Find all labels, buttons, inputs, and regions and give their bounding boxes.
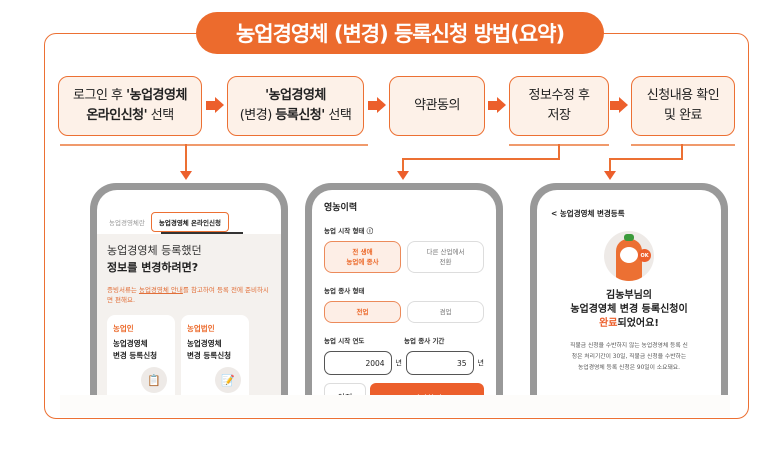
active-tab-indicator xyxy=(161,232,243,234)
connector-line xyxy=(609,158,683,160)
field-label: 농업 시작 형태 ⓘ xyxy=(324,227,374,235)
card-text: 농업경영체 xyxy=(187,339,222,348)
connector-line xyxy=(631,144,735,146)
phone-screenshot-complete: < 농업경영체 변경등록 OK 김농부님의 농업경영체 변경 등록신청이 완료되… xyxy=(530,183,728,401)
processing-note: 직불금 신청을 수반하지 않는 농업경영체 등록 신 청은 처리기간이 30일,… xyxy=(570,343,688,371)
field-label: 농업 시작 연도 xyxy=(324,337,365,345)
step-2: '농업경영체 (변경) 등록신청' 선택 xyxy=(227,76,364,136)
connector-line xyxy=(609,158,611,172)
step-4-text-2: 저장 xyxy=(547,108,571,123)
heading: 농업경영체 등록했던 xyxy=(107,244,202,257)
connector-line xyxy=(681,144,683,160)
connector-line xyxy=(60,144,368,146)
step-2-text-2: 선택 xyxy=(324,108,352,123)
card-text: 변경 등록신청 xyxy=(187,351,232,360)
connector-line xyxy=(402,158,404,172)
option-full-time[interactable]: 전업 xyxy=(324,301,401,323)
card-text: 변경 등록신청 xyxy=(113,351,158,360)
step-2-bold-2: 등록신청' xyxy=(275,108,325,123)
option-part-time[interactable]: 겸업 xyxy=(407,301,484,323)
arrow-down-icon xyxy=(180,171,192,180)
step-2-bold: '농업경영체 xyxy=(265,88,326,103)
connector-line xyxy=(558,144,560,160)
document-icon: 📋 xyxy=(141,367,167,393)
step-5-text: 신청내용 확인 xyxy=(646,88,720,103)
step-3-text: 약관동의 xyxy=(414,98,460,113)
page-title: 농업경영체 (변경) 등록신청 방법(요약) xyxy=(196,12,604,54)
step-1-text-2: 선택 xyxy=(147,108,174,123)
step-1: 로그인 후 '농업경영체 온라인신청' 선택 xyxy=(58,76,202,136)
complete-message: 김농부님의 농업경영체 변경 등록신청이 완료되었어요! xyxy=(570,290,688,329)
card-tag: 농업법인 xyxy=(187,324,215,333)
phone-screenshot-online-apply: 농업경영체란 농업경영체 온라인신청 농업경영체 등록했던 정보를 변경하려면?… xyxy=(90,183,288,401)
field-label: 농업 종사 형태 xyxy=(324,287,365,295)
step-3: 약관동의 xyxy=(389,76,485,136)
card-text: 농업경영체 xyxy=(113,339,148,348)
subheading: 정보를 변경하려면? xyxy=(107,261,199,274)
connector-line xyxy=(402,158,560,160)
step-5: 신청내용 확인 및 완료 xyxy=(631,76,735,136)
section-title: 영농이력 xyxy=(324,203,358,213)
step-4: 정보수정 후 저장 xyxy=(509,76,609,136)
step-1-bold-2: 온라인신청' xyxy=(86,108,148,123)
step-5-text-2: 및 완료 xyxy=(663,108,703,123)
arrow-down-icon xyxy=(604,171,616,180)
step-4-text: 정보수정 후 xyxy=(528,88,590,103)
back-header[interactable]: < 농업경영체 변경등록 xyxy=(551,209,625,218)
unit-label: 년 xyxy=(477,359,484,367)
period-input[interactable]: 35 xyxy=(406,351,474,375)
guide-link[interactable]: 농업경영체 안내 xyxy=(138,286,183,294)
note-text: 증빙서류는 농업경영체 안내를 참고하여 등록 전에 준비하시면 편해요. xyxy=(107,286,269,304)
field-label: 농업 종사 기간 xyxy=(404,337,445,345)
tab-about[interactable]: 농업경영체란 xyxy=(109,219,145,227)
bottom-fade xyxy=(60,395,730,417)
connector-line xyxy=(185,144,187,172)
document-edit-icon: 📝 xyxy=(215,367,241,393)
start-year-input[interactable]: 2004 xyxy=(324,351,392,375)
step-1-bold: '농업경영체 xyxy=(126,88,187,103)
unit-label: 년 xyxy=(395,359,402,367)
tab-online-apply[interactable]: 농업경영체 온라인신청 xyxy=(150,212,229,232)
card-tag: 농업인 xyxy=(113,324,134,333)
step-1-text: 로그인 후 xyxy=(73,88,127,103)
ok-badge: OK xyxy=(638,249,651,262)
step-2-text: (변경) xyxy=(239,108,276,123)
mascot-image: OK xyxy=(604,231,654,281)
arrow-down-icon xyxy=(397,171,409,180)
